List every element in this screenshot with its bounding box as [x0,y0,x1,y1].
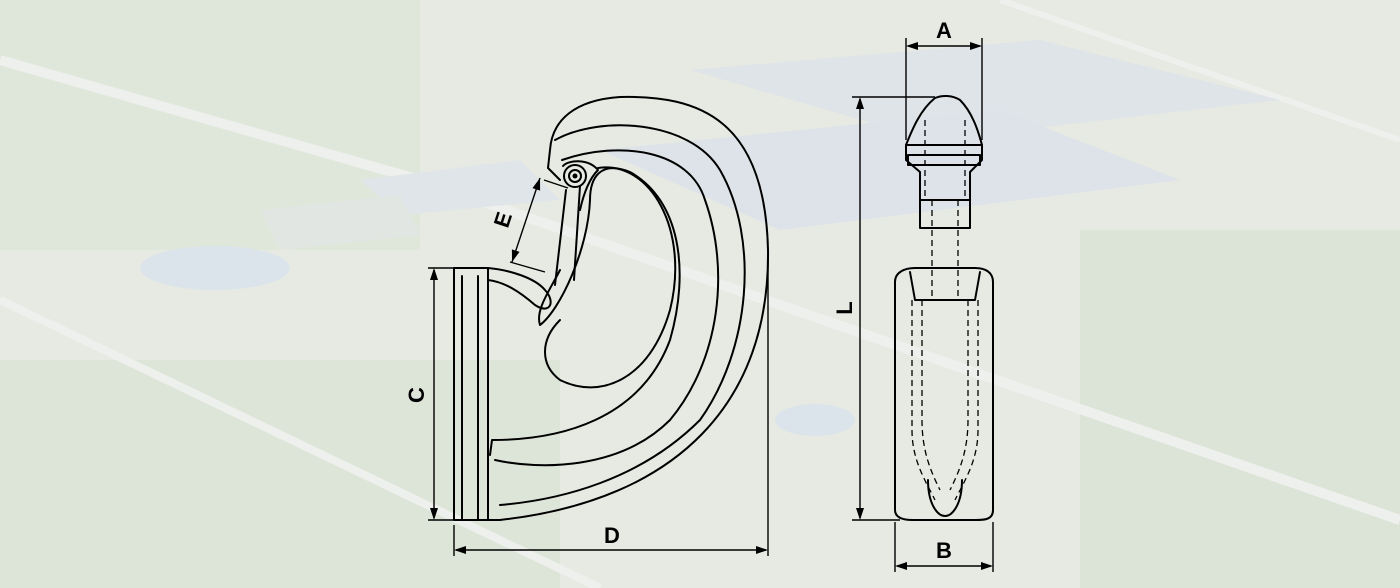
hidden-line [921,300,969,491]
building [260,195,420,250]
latch-spring [562,160,599,211]
hidden-line [911,300,979,501]
factory-roof [690,40,1280,140]
dimension-l: L [832,96,935,521]
hook-inner-ridge [494,149,720,467]
dimension-e: E [489,177,569,273]
hook-side-view [453,95,770,521]
hook-tip [487,267,552,310]
latch-pivot-pin [572,173,578,179]
dimension-c: C [404,267,456,521]
dimension-label-l: L [832,301,857,314]
dimension-label-e: E [489,209,517,231]
hook-shank [453,267,489,521]
hook-throat [489,167,681,456]
dimension-b: B [894,522,994,572]
dimension-label-d: D [604,523,620,548]
front-collar [907,154,981,166]
dimension-d: D [453,260,769,556]
front-lower-body [894,267,994,521]
dimension-label-a: A [936,18,952,43]
building [360,160,560,215]
front-bottom-tip [927,479,963,517]
front-lower-joint [909,271,981,301]
front-neck [919,199,971,229]
pond [775,404,855,436]
road [0,296,602,588]
hook-back-ridge [499,124,746,506]
dimension-a: A [905,18,983,140]
latch-pivot-inner [568,169,582,183]
dimension-label-b: B [936,538,952,563]
pond [140,246,290,290]
hook-outer-profile [453,95,770,521]
field-area [1080,230,1400,588]
latch [554,185,581,286]
front-upper-body [905,144,983,201]
hidden-line [924,120,966,300]
hook-front-view [894,94,994,521]
road [999,0,1400,143]
hook-inner-curve [544,166,677,389]
dimension-label-c: C [404,387,429,403]
front-cap [905,94,983,146]
latch-pivot-outer [563,164,587,188]
factory-roof [600,110,1180,230]
